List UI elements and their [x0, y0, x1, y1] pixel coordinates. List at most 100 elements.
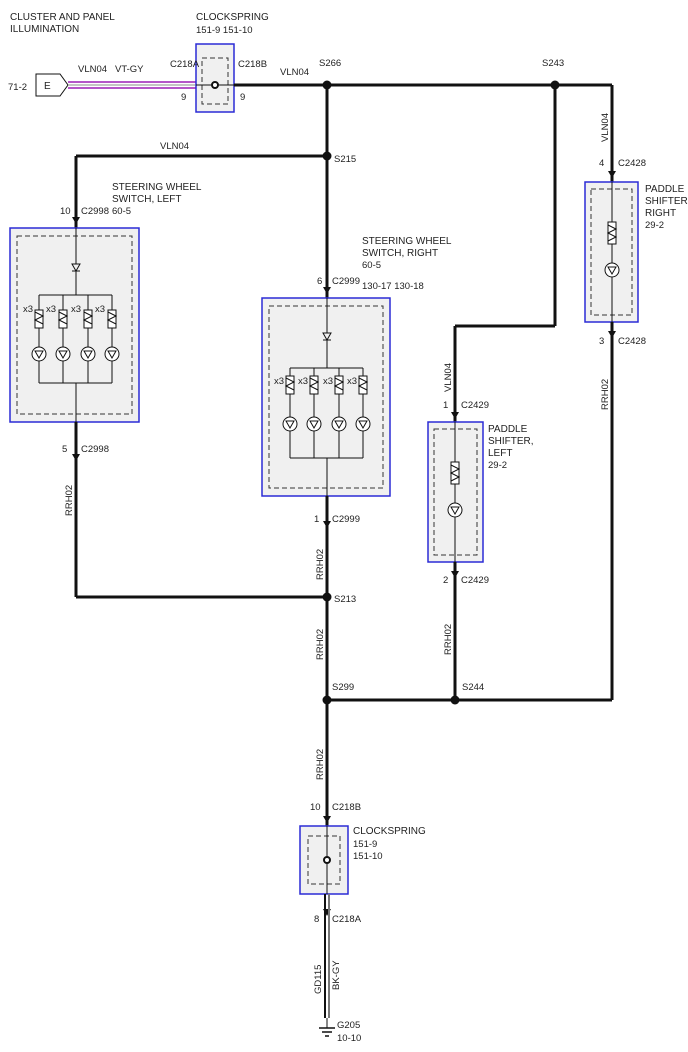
sw-left-top-conn: C2998 — [81, 206, 109, 217]
sw-left-name-2: SWITCH, LEFT — [112, 194, 181, 205]
clockspring-top-pin-left: 9 — [181, 92, 186, 103]
clockspring-bot-bot-conn: C218A — [332, 914, 362, 925]
sw-right-bot-conn: C2999 — [332, 514, 360, 525]
sw-right-name-2: SWITCH, RIGHT — [362, 248, 438, 259]
sw-right-mult-4: x3 — [347, 376, 357, 387]
splice-s266-label: S266 — [319, 58, 341, 69]
ground-wire-color: BK-GY — [331, 960, 342, 990]
wire-label-rrh02-c2: RRH02 — [315, 629, 326, 660]
clockspring-contact-icon — [211, 81, 219, 89]
wire-label-vln04-pl: VLN04 — [443, 363, 454, 392]
clockspring-bottom: 10 C218B CLOCKSPRING 151-9 151-10 8 C218… — [299, 802, 426, 925]
diagram-title: CLUSTER AND PANEL ILLUMINATION — [10, 12, 115, 35]
wire-label-rrh02-c1: RRH02 — [315, 549, 326, 580]
title-line-2: ILLUMINATION — [10, 24, 79, 35]
sw-right-mult-1: x3 — [274, 376, 284, 387]
splice-s243-label: S243 — [542, 58, 564, 69]
steering-switch-right: STEERING WHEEL SWITCH, RIGHT 60-5 130-17… — [261, 236, 452, 528]
sw-right-top-conn: C2999 — [332, 276, 360, 287]
sw-left-mult-1: x3 — [23, 304, 33, 315]
clockspring-top-conn-left: C218A — [170, 59, 200, 70]
splice-s299-label: S299 — [332, 682, 354, 693]
pad-right-name-4: 29-2 — [645, 220, 664, 231]
sw-left-lamp-4: x3 — [95, 295, 120, 383]
sw-left-lamp-3: x3 — [71, 295, 96, 383]
clockspring-bot-name: CLOCKSPRING — [353, 826, 426, 837]
splice-s244-label: S244 — [462, 682, 484, 693]
wire-label-vln04-main: VLN04 — [280, 67, 309, 78]
wire-label-rrh02-left: RRH02 — [64, 485, 75, 516]
steering-switch-left: 10 C2998 STEERING WHEEL SWITCH, LEFT 60-… — [9, 182, 202, 461]
clockspring-bot-ref-2: 151-10 — [353, 851, 383, 862]
sw-left-lamp-2: x3 — [46, 295, 71, 383]
source-wire-color: VT-GY — [115, 64, 144, 75]
sw-right-name-4: 130-17 130-18 — [362, 281, 424, 292]
sw-left-bot-pin: 5 — [62, 444, 67, 455]
pad-left-name-3: LEFT — [488, 448, 512, 459]
pad-right-bot-pin: 3 — [599, 336, 604, 347]
clockspring-contact-icon — [323, 856, 331, 864]
sw-left-mult-3: x3 — [71, 304, 81, 315]
pad-left-top-conn: C2429 — [461, 400, 489, 411]
sw-left-name-3: 60-5 — [112, 206, 131, 217]
pad-left-name-2: SHIFTER, — [488, 436, 534, 447]
sw-left-top-pin: 10 — [60, 206, 71, 217]
sw-left-bot-conn: C2998 — [81, 444, 109, 455]
sw-right-lamp-2: x3 — [298, 368, 322, 458]
pad-right-top-conn: C2428 — [618, 158, 646, 169]
sw-right-mult-2: x3 — [298, 376, 308, 387]
sw-right-lamp-3: x3 — [323, 368, 347, 458]
diode-icon — [322, 332, 332, 342]
sw-left-name-1: STEERING WHEEL — [112, 182, 202, 193]
pad-left-top-pin: 1 — [443, 400, 448, 411]
wire-label-rrh02-pl: RRH02 — [443, 624, 454, 655]
wire-label-rrh02-pr: RRH02 — [600, 379, 611, 410]
pad-left-bot-pin: 2 — [443, 575, 448, 586]
splice-s213 — [322, 592, 332, 602]
clockspring-top-refs: 151-9 151-10 — [196, 25, 253, 36]
paddle-shifter-right: 4 C2428 PADDLE SHIFTER, RIGHT 29-2 3 C24… — [584, 158, 688, 347]
paddle-shifter-left: 1 C2429 PADDLE SHIFTER, LEFT 29-2 2 C242… — [427, 400, 534, 586]
sw-right-mult-3: x3 — [323, 376, 333, 387]
source-pentagon — [35, 73, 69, 97]
sw-left-mult-2: x3 — [46, 304, 56, 315]
clockspring-bot-top-pin: 10 — [310, 802, 321, 813]
ground-loc: 10-10 — [337, 1033, 361, 1044]
sw-right-lamp-4: x3 — [347, 368, 371, 458]
clockspring-top: CLOCKSPRING 151-9 151-10 C218A C218B 9 9 — [170, 12, 269, 113]
sw-left-mult-4: x3 — [95, 304, 105, 315]
pad-left-name-4: 29-2 — [488, 460, 507, 471]
wire-label-rrh02-c3: RRH02 — [315, 749, 326, 780]
wire-label-vln04-pr: VLN04 — [600, 113, 611, 142]
source-letter: E — [44, 81, 51, 92]
sw-right-bot-pin: 1 — [314, 514, 319, 525]
ground-ref: G205 — [337, 1020, 360, 1031]
diode-icon — [71, 263, 81, 273]
source-ref: 71-2 — [8, 82, 27, 93]
clockspring-bot-bot-pin: 8 — [314, 914, 319, 925]
splice-s215-label: S215 — [334, 154, 356, 165]
sw-right-lamp-1: x3 — [274, 368, 298, 458]
pad-right-name-1: PADDLE — [645, 184, 685, 195]
splice-s213-label: S213 — [334, 594, 356, 605]
clockspring-top-pin-right: 9 — [240, 92, 245, 103]
pad-left-bot-conn: C2429 — [461, 575, 489, 586]
source-wire-label: VLN04 — [78, 64, 107, 75]
wire-label-vln04-left: VLN04 — [160, 141, 189, 152]
sw-right-top-pin: 6 — [317, 276, 322, 287]
title-line-1: CLUSTER AND PANEL — [10, 12, 115, 23]
sw-right-name-3: 60-5 — [362, 260, 381, 271]
sw-left-lamp-1: x3 — [23, 295, 47, 383]
clockspring-top-conn-right: C218B — [238, 59, 267, 70]
clockspring-bot-ref-1: 151-9 — [353, 839, 377, 850]
ground-wire-label: GD115 — [313, 965, 324, 994]
pad-right-top-pin: 4 — [599, 158, 604, 169]
sw-right-name-1: STEERING WHEEL — [362, 236, 452, 247]
pad-right-bot-conn: C2428 — [618, 336, 646, 347]
clockspring-top-name: CLOCKSPRING — [196, 12, 269, 23]
pad-left-name-1: PADDLE — [488, 424, 528, 435]
pad-right-name-2: SHIFTER, — [645, 196, 688, 207]
ground-circuit: GD115 BK-GY G205 10-10 — [313, 894, 361, 1044]
source-connector: 71-2 E VLN04 VT-GY — [8, 64, 196, 97]
